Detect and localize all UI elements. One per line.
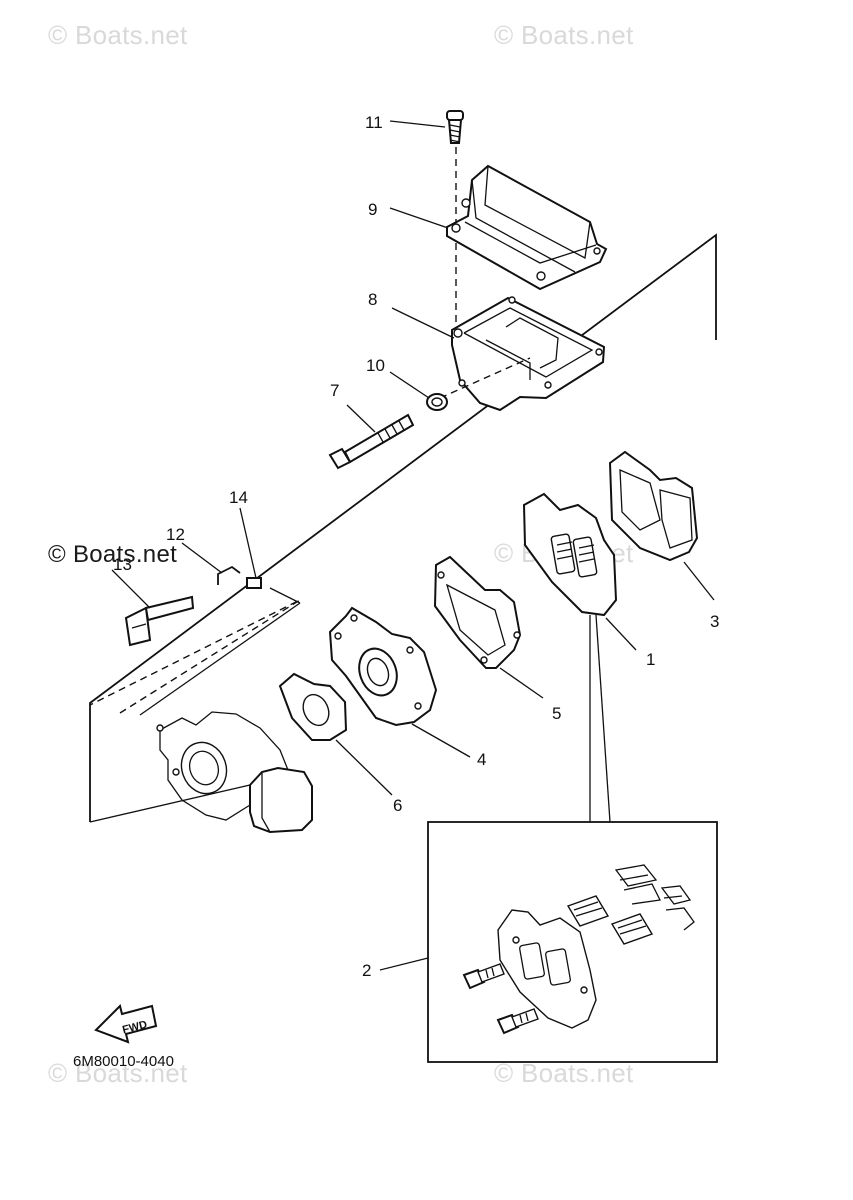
callout-8: 8 bbox=[368, 290, 377, 309]
part-3-gasket bbox=[608, 450, 715, 601]
watermark-top-right: © Boats.net bbox=[494, 20, 634, 50]
part-8-housing bbox=[391, 296, 606, 412]
callout-7: 7 bbox=[330, 381, 339, 400]
part-12-wire bbox=[181, 542, 241, 585]
drawing-code: 6M80010-4040 bbox=[73, 1053, 174, 1070]
callout-13: 13 bbox=[113, 555, 132, 574]
part-13-key bbox=[111, 569, 195, 647]
part-10-grommet bbox=[389, 371, 448, 411]
callout-12: 12 bbox=[166, 525, 185, 544]
part-1-reed-valve bbox=[522, 492, 637, 823]
callout-6: 6 bbox=[393, 796, 402, 815]
callout-10: 10 bbox=[366, 356, 385, 375]
part-2-kit-box bbox=[379, 821, 718, 1063]
part-11-screw bbox=[389, 110, 464, 330]
part-9-cover bbox=[389, 164, 608, 291]
fwd-arrow-icon: FWD bbox=[94, 1004, 158, 1044]
part-4-intake-body bbox=[328, 606, 471, 758]
callout-4: 4 bbox=[477, 750, 486, 769]
watermark-middle-left: © Boats.net bbox=[48, 541, 178, 568]
part-5-gasket bbox=[433, 555, 544, 699]
callout-3: 3 bbox=[710, 612, 719, 631]
watermark-bottom-left: © Boats.net bbox=[48, 1058, 188, 1088]
callout-5: 5 bbox=[552, 704, 561, 723]
part-14-clip bbox=[239, 507, 262, 589]
watermark-top-left: © Boats.net bbox=[48, 20, 188, 50]
part-7-bolt bbox=[328, 404, 415, 470]
fwd-label: FWD bbox=[121, 1019, 148, 1037]
crankcase-block bbox=[156, 711, 313, 834]
callout-14: 14 bbox=[229, 488, 248, 507]
callout-9: 9 bbox=[368, 200, 377, 219]
callout-11: 11 bbox=[365, 113, 383, 132]
assembly-outline bbox=[89, 233, 717, 823]
watermark-bottom-right: © Boats.net bbox=[494, 1058, 634, 1088]
callout-2: 2 bbox=[362, 961, 371, 980]
part-6-gasket bbox=[278, 672, 393, 796]
callout-1: 1 bbox=[646, 650, 655, 669]
